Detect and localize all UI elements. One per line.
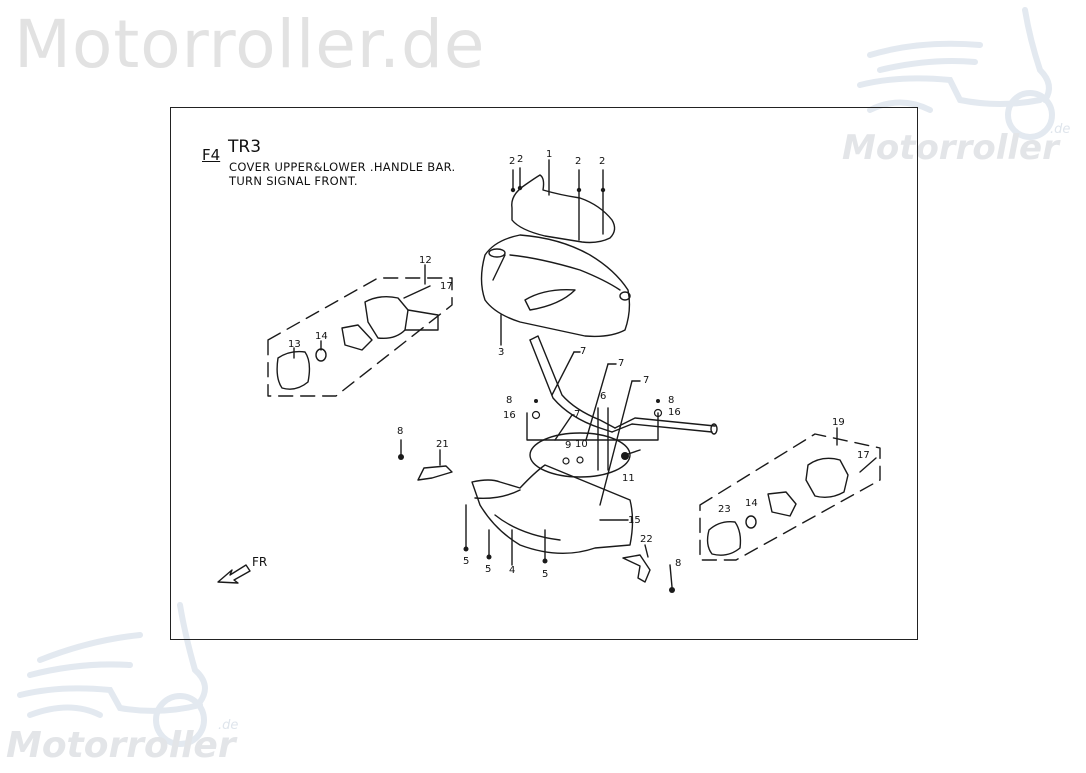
callout-5: 5 — [485, 564, 492, 575]
left-turn-signal-group — [267, 277, 453, 397]
callout-19: 19 — [832, 417, 845, 428]
callout-13: 13 — [288, 339, 301, 350]
diagram-code: TR3 — [228, 137, 262, 157]
callout-16: 16 — [503, 410, 516, 421]
handlebar-tube-part — [529, 335, 718, 471]
watermark-logo-text: Motorroller — [842, 128, 1059, 168]
front-direction-label: FR — [252, 555, 268, 569]
watermark-logo-suffix: .de — [218, 718, 239, 733]
callout-14: 14 — [315, 331, 328, 342]
callout-22: 22 — [640, 534, 653, 545]
callout-8: 8 — [675, 558, 682, 569]
callout-9: 9 — [565, 440, 572, 451]
callout-2: 2 — [509, 156, 516, 167]
watermark-logo-bottom-left: Motorroller .de — [0, 590, 260, 768]
watermark-logo-suffix: .de — [1050, 122, 1071, 137]
right-turn-signal-group — [699, 433, 881, 561]
callout-3: 3 — [498, 347, 505, 358]
callout-12: 12 — [419, 255, 432, 266]
callout-6: 6 — [600, 391, 607, 402]
diagram-title-line1: COVER UPPER&LOWER .HANDLE BAR. — [229, 160, 456, 174]
callout-8: 8 — [397, 426, 404, 437]
handlebar-cover-part — [480, 234, 631, 338]
callout-7: 7 — [574, 409, 581, 420]
callout-21: 21 — [436, 439, 449, 450]
callout-14: 14 — [745, 498, 758, 509]
section-number: F4 — [202, 146, 221, 164]
upper-cover-part — [511, 174, 616, 244]
callout-11: 11 — [622, 473, 635, 484]
diagram-title-line2: TURN SIGNAL FRONT. — [229, 174, 358, 188]
front-direction-arrow-icon — [217, 564, 251, 584]
watermark-logo-top-right: Motorroller .de — [840, 0, 1086, 180]
callout-7: 7 — [643, 375, 650, 386]
scooter-watermark-icon — [17, 602, 208, 747]
callout-17: 17 — [857, 450, 870, 461]
callout-10: 10 — [575, 439, 588, 450]
callout-8: 8 — [506, 395, 513, 406]
diagram-frame — [170, 107, 918, 640]
callout-2: 2 — [599, 156, 606, 167]
callout-7: 7 — [580, 346, 587, 357]
lower-cover-part — [471, 432, 634, 555]
callout-5: 5 — [463, 556, 470, 567]
watermark-logo-text: Motorroller — [6, 725, 236, 766]
callout-7: 7 — [618, 358, 625, 369]
callout-23: 23 — [718, 504, 731, 515]
callout-4: 4 — [509, 565, 516, 576]
callout-8: 8 — [668, 395, 675, 406]
callout-16: 16 — [668, 407, 681, 418]
callout-1: 1 — [546, 149, 553, 160]
callout-15: 15 — [628, 515, 641, 526]
watermark-top-left: Motorroller.de — [14, 6, 486, 83]
callout-5: 5 — [542, 569, 549, 580]
callout-2: 2 — [517, 154, 524, 165]
callout-2: 2 — [575, 156, 582, 167]
callout-17: 17 — [440, 281, 453, 292]
